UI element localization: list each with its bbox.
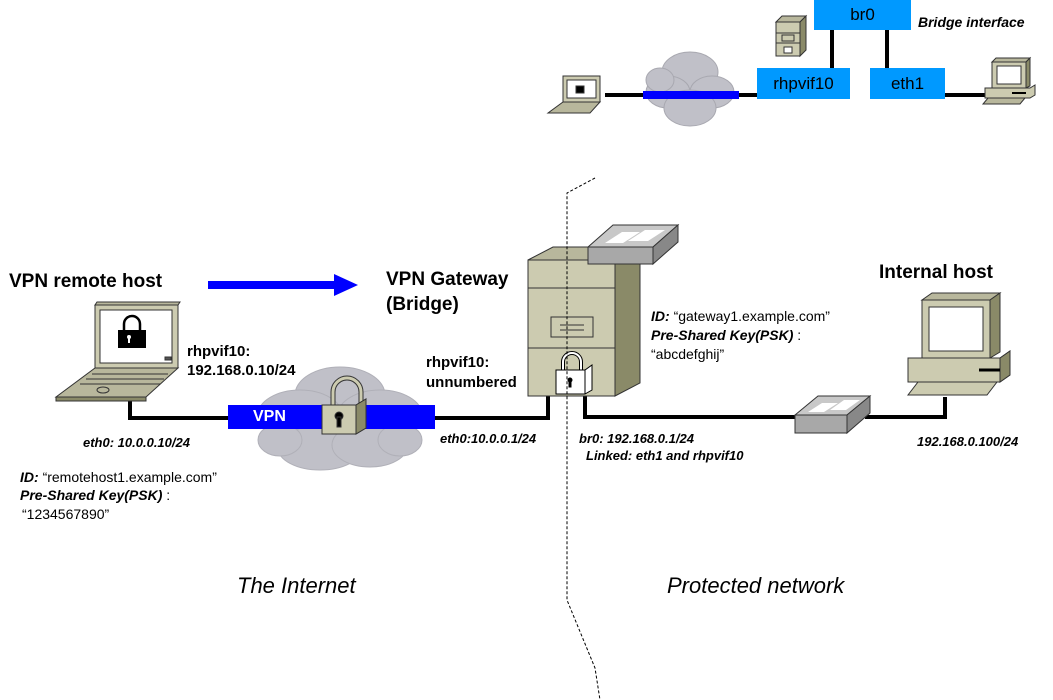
link-laptop-vpn [128, 395, 230, 420]
inset-rhpvif10-box: rhpvif10 [757, 68, 850, 99]
gateway-title-line2: (Bridge) [386, 294, 459, 315]
laptop-lock-icon [118, 314, 146, 348]
remote-id-value: “remotehost1.example.com” [42, 469, 217, 485]
gateway-id-line: ID: “gateway1.example.com” [651, 308, 830, 324]
tunnel-lock-icon [321, 375, 367, 435]
inset-gateway-server-icon [774, 14, 808, 58]
link-vpn-gateway [435, 395, 550, 420]
remote-vif-ip: 192.168.0.10/24 [187, 362, 296, 379]
remote-psk-value: “1234567890” [22, 506, 110, 522]
inset-br0-label: br0 [850, 5, 875, 24]
link-switch-internal-host [865, 397, 947, 419]
internal-host-pc-icon [906, 292, 1011, 396]
direction-arrow [208, 274, 358, 296]
inset-rhpvif10-label: rhpvif10 [773, 73, 834, 93]
zone-protected-label: Protected network [667, 573, 845, 598]
remote-id-label: ID: [20, 469, 39, 485]
internal-host-title: Internal host [879, 262, 994, 283]
network-boundary-line [566, 177, 601, 700]
gateway-title-line1: VPN Gateway [386, 269, 509, 290]
inset-vpn-tunnel [643, 91, 739, 99]
remote-psk-label: Pre-Shared Key(PSK) [20, 487, 163, 503]
remote-vif-label: rhpvif10: [187, 343, 251, 360]
gateway-vif-value: unnumbered [426, 374, 517, 391]
gateway-switch-icon [586, 223, 680, 266]
gateway-br0-linked: Linked: eth1 and rhpvif10 [586, 448, 744, 463]
gateway-id-label: ID: [651, 308, 670, 324]
gateway-eth0-ip: eth0:10.0.0.1/24 [440, 431, 537, 446]
gateway-vif-label: rhpvif10: [426, 354, 490, 371]
remote-eth0-ip: eth0: 10.0.0.10/24 [83, 435, 190, 450]
inset-eth1-box: eth1 [870, 68, 945, 99]
inset-br0-box: br0 [814, 0, 911, 30]
internal-switch-icon [793, 394, 872, 435]
remote-psk-line: Pre-Shared Key(PSK) : [20, 487, 170, 503]
inset-cloud [645, 51, 735, 127]
gateway-psk-value: “abcdefghij” [651, 346, 725, 362]
remote-laptop-icon [54, 301, 181, 402]
zone-internet-label: The Internet [237, 573, 356, 598]
vpn-tunnel-label: VPN [253, 408, 286, 425]
remote-id-line: ID: “remotehost1.example.com” [20, 469, 217, 485]
inset-laptop-icon [546, 75, 602, 114]
inset-eth1-label: eth1 [890, 73, 925, 93]
gateway-br0-ip: br0: 192.168.0.1/24 [579, 431, 694, 446]
gateway-psk-line: Pre-Shared Key(PSK) : [651, 327, 801, 343]
gateway-lock-icon [555, 351, 593, 395]
gateway-psk-label: Pre-Shared Key(PSK) [651, 327, 794, 343]
gateway-id-value: “gateway1.example.com” [673, 308, 830, 324]
internal-host-ip: 192.168.0.100/24 [917, 434, 1019, 449]
remote-psk-sep: : [162, 487, 171, 503]
remote-host-title: VPN remote host [9, 271, 163, 292]
bridge-interface-caption: Bridge interface [918, 14, 1025, 30]
inset-internal-pc-icon [981, 56, 1036, 105]
link-gateway-switch [583, 395, 800, 419]
gateway-psk-sep: : [793, 327, 802, 343]
